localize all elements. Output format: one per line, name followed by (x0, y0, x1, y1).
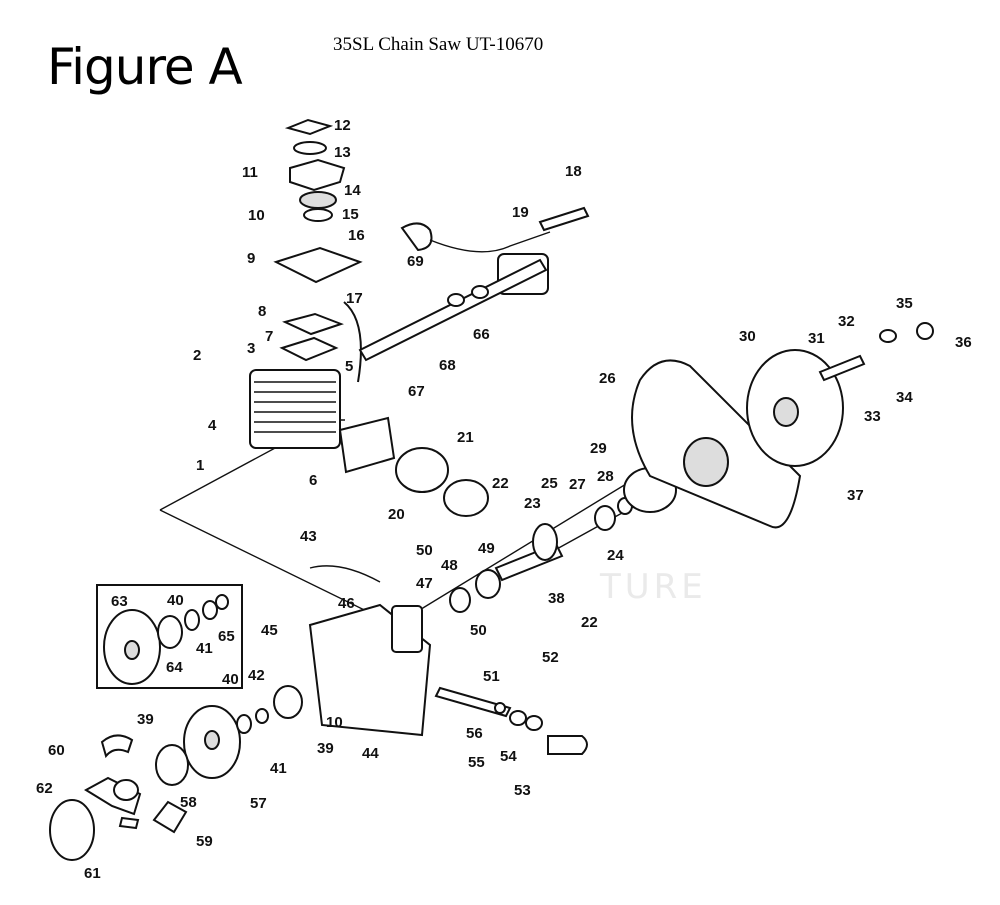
callout-56: 56 (466, 725, 483, 742)
callout-57: 57 (250, 795, 267, 812)
callout-3: 3 (247, 340, 255, 357)
callout-63: 63 (111, 593, 128, 610)
callout-23: 23 (524, 495, 541, 512)
callout-19: 19 (512, 204, 529, 221)
callout-47: 47 (416, 575, 433, 592)
figure-label: Figure A (47, 38, 243, 96)
diagram-title: 35SL Chain Saw UT-10670 (333, 34, 544, 55)
crankcase-group (631, 322, 934, 529)
callout-30: 30 (739, 328, 756, 345)
callout-68: 68 (439, 357, 456, 374)
callout-62: 62 (36, 780, 53, 797)
callout-12: 12 (334, 117, 351, 134)
callout-67: 67 (408, 383, 425, 400)
callout-34: 34 (896, 389, 913, 406)
callout-39b: 39 (317, 740, 334, 757)
callout-59: 59 (196, 833, 213, 850)
callout-10b: 10 (326, 714, 343, 731)
callout-38: 38 (548, 590, 565, 607)
callout-1: 1 (196, 457, 204, 474)
callout-7: 7 (265, 328, 273, 345)
callout-54: 54 (500, 748, 517, 765)
callout-22b: 22 (581, 614, 598, 631)
callout-41a: 41 (196, 640, 213, 657)
callout-50b: 50 (470, 622, 487, 639)
callout-26: 26 (599, 370, 616, 387)
callout-36: 36 (955, 334, 972, 351)
callout-25: 25 (541, 475, 558, 492)
callout-10a: 10 (248, 207, 265, 224)
cylinder-group (249, 118, 489, 517)
callout-33: 33 (864, 408, 881, 425)
crankshaft-group (449, 467, 677, 613)
callout-45: 45 (261, 622, 278, 639)
watermark: TURE (599, 567, 707, 607)
callout-8: 8 (258, 303, 266, 320)
callout-9: 9 (247, 250, 255, 267)
callout-61: 61 (84, 865, 101, 882)
callout-65: 65 (218, 628, 235, 645)
callout-4: 4 (208, 417, 217, 434)
clutch-group (49, 584, 303, 861)
callout-44: 44 (362, 745, 379, 762)
callout-51: 51 (483, 668, 500, 685)
callout-46: 46 (338, 595, 355, 612)
callout-58: 58 (180, 794, 197, 811)
housing-group (308, 565, 588, 755)
callout-55: 55 (468, 754, 485, 771)
handle-group (358, 206, 590, 362)
callout-labels: 12 13 11 14 10 15 16 9 17 8 7 5 3 2 4 1 … (36, 117, 972, 882)
callout-41b: 41 (270, 760, 287, 777)
callout-64: 64 (166, 659, 183, 676)
callout-13: 13 (334, 144, 351, 161)
callout-14: 14 (344, 182, 361, 199)
callout-42: 42 (248, 667, 265, 684)
callout-5: 5 (345, 358, 353, 375)
callout-29: 29 (590, 440, 607, 457)
callout-15: 15 (342, 206, 359, 223)
callout-31: 31 (808, 330, 825, 347)
callout-49: 49 (478, 540, 495, 557)
callout-2: 2 (193, 347, 201, 364)
callout-20: 20 (388, 506, 405, 523)
cylinder-fins (254, 381, 336, 433)
callout-40a: 40 (167, 592, 184, 609)
callout-53: 53 (514, 782, 531, 799)
callout-37: 37 (847, 487, 864, 504)
callout-24: 24 (607, 547, 624, 564)
callout-17: 17 (346, 290, 363, 307)
callout-27: 27 (569, 476, 586, 493)
callout-35: 35 (896, 295, 913, 312)
callout-32: 32 (838, 313, 855, 330)
callout-6: 6 (309, 472, 317, 489)
callout-21: 21 (457, 429, 474, 446)
callout-40b: 40 (222, 671, 239, 688)
callout-18: 18 (565, 163, 582, 180)
callout-69: 69 (407, 253, 424, 270)
callout-60: 60 (48, 742, 65, 759)
callout-39a: 39 (137, 711, 154, 728)
callout-43: 43 (300, 528, 317, 545)
callout-28: 28 (597, 468, 614, 485)
callout-22a: 22 (492, 475, 509, 492)
callout-52: 52 (542, 649, 559, 666)
callout-16: 16 (348, 227, 365, 244)
callout-48: 48 (441, 557, 458, 574)
callout-11: 11 (242, 164, 258, 181)
callout-50a: 50 (416, 542, 433, 559)
callout-66: 66 (473, 326, 490, 343)
